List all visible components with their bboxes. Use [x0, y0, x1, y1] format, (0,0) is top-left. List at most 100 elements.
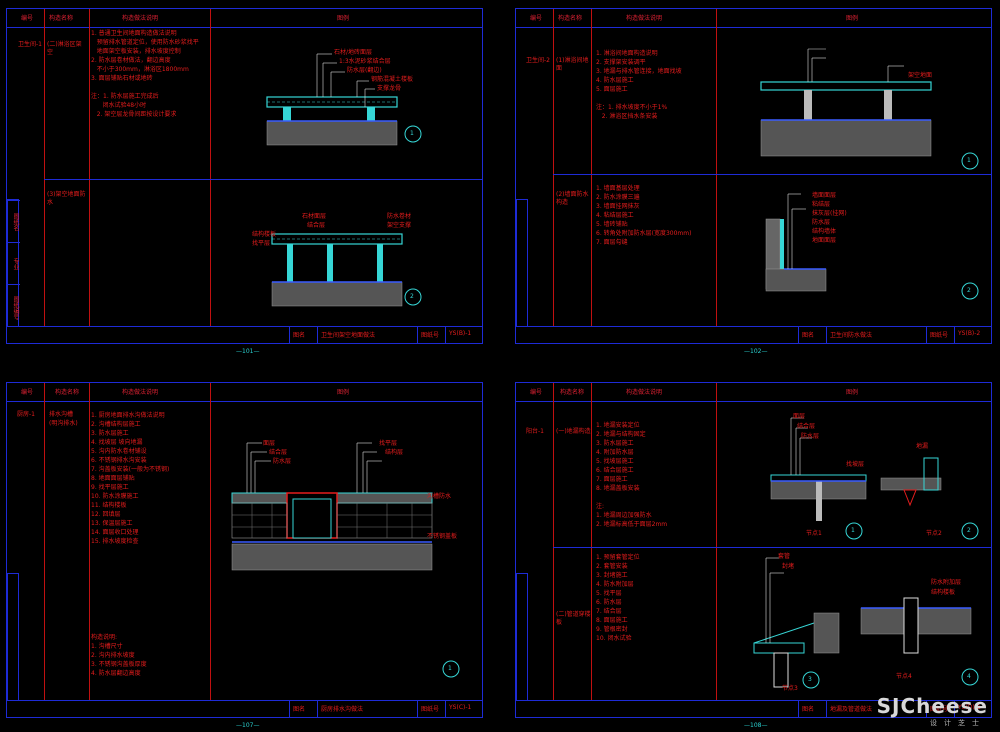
legend-item: 防水层 — [801, 433, 820, 440]
sheet-header: 编号 构造名称 构造做法说明 图例 — [516, 9, 991, 28]
drawing-sheet-4[interactable]: 编号 构造名称 构造做法说明 图例 阳台-1 (一)地漏构造 (二)管道穿楼板 … — [515, 382, 992, 718]
drawing-sheet-3[interactable]: 编号 构造名称 构造做法说明 图例 厨房-1 排水沟槽 (明沟排水) 1. 厨房… — [6, 382, 483, 718]
drawing-title: 卫生间架空地面做法 — [317, 327, 417, 343]
section-detail-2 — [271, 233, 403, 307]
callout-circle-1 — [961, 152, 979, 170]
callout-number: 1 — [967, 157, 971, 164]
drawing-sheet-1[interactable]: 编号 构造名称 构造做法说明 图例 图纸名 专业 图纸编号 卫生间-1 (二)淋… — [6, 8, 483, 344]
callout-circle-2 — [404, 288, 422, 306]
header-col-number: 编号 — [21, 15, 34, 22]
header-col-method: 构造做法说明 — [122, 389, 159, 396]
header-col-name: 构造名称 — [49, 15, 74, 22]
row-label-name-2: (二)管道穿楼板 — [556, 611, 591, 626]
construction-notes-2: 1. 预留套管定位 2. 套管安装 3. 封堵施工 4. 防水附加层 5. 找平… — [596, 554, 640, 642]
header-col-legend: 图例 — [846, 389, 859, 396]
drawing-no-label: 图纸号 — [926, 701, 954, 717]
callout-number: 2 — [967, 527, 971, 534]
callout-circle-2 — [961, 522, 979, 540]
drawing-sheet-2[interactable]: 编号 构造名称 构造做法说明 图例 卫生间-2 (1)淋浴间地面 (2)墙面防水… — [515, 8, 992, 344]
drawing-no-label: 图纸号 — [926, 327, 954, 343]
side-tabs — [7, 573, 19, 701]
row-label-name-2: (明沟排水) — [49, 420, 78, 427]
section-detail-1 — [760, 48, 932, 157]
legend-item: 防水卷材 — [387, 213, 412, 220]
legend-item: 防水层(翻边) — [347, 67, 382, 74]
sheet-header: 编号 构造名称 构造做法说明 图例 — [516, 383, 991, 402]
legend-item: 找平层 — [379, 440, 398, 447]
page-marker: —108— — [744, 722, 768, 729]
callout-circle-4 — [961, 668, 979, 686]
legend-item: 防水附加层 — [931, 579, 962, 586]
legend-item: 支撑龙骨 — [377, 85, 402, 92]
drawing-code: YS(C)-1 — [445, 701, 483, 717]
legend-item: 石材面层 — [302, 213, 327, 220]
callout-circle-2 — [961, 282, 979, 300]
sheet-header: 编号 构造名称 构造做法说明 图例 — [7, 9, 482, 28]
row-label-number: 卫生间-2 — [526, 57, 550, 64]
title-block: 图名 卫生间防水做法 图纸号 YS(B)-2 — [516, 326, 991, 343]
construction-notes: 1. 淋浴间地面构造说明 2. 支撑架安装调平 3. 地漏与排水管连接，地面找坡… — [596, 50, 682, 120]
brand-watermark: SJCheese — [876, 694, 988, 718]
brand-watermark-sub: 设计芝士 — [930, 719, 986, 727]
page-marker: —101— — [236, 348, 260, 355]
legend-item: 抹灰层(挂网) — [812, 210, 847, 217]
node-label-1: 节点1 — [806, 530, 822, 537]
legend-item: 结合层 — [269, 449, 288, 456]
section-detail-1 — [231, 442, 433, 571]
row-label-number: 阳台-1 — [526, 428, 544, 435]
callout-number: 1 — [851, 527, 855, 534]
legend-item: 粘结层 — [812, 201, 831, 208]
header-col-legend: 图例 — [846, 15, 859, 22]
callout-circle-1 — [442, 660, 460, 678]
title-block: 图名 厨房排水沟做法 图纸号 YS(C)-1 — [7, 700, 482, 717]
row-label-number: 卫生间-1 — [18, 41, 42, 48]
title-label: 图名 — [798, 701, 826, 717]
callout-number: 4 — [967, 673, 971, 680]
section-detail-1 — [266, 53, 398, 146]
legend-item: 封堵 — [782, 563, 795, 570]
drawing-code: YS(B)-2 — [954, 327, 992, 343]
construction-notes: 1. 地漏安装定位 2. 地漏与结构固定 3. 防水层施工 4. 附加防水层 5… — [596, 422, 668, 528]
row-label-name: (二)淋浴区架空 — [47, 41, 82, 56]
legend-item: 找平层 — [252, 240, 271, 247]
section-detail-2 — [765, 193, 827, 292]
header-col-number: 编号 — [530, 389, 543, 396]
drawing-title: 地漏及管道做法 — [826, 701, 926, 717]
construction-notes: 1. 厨房地面排水沟做法说明 2. 沟槽结构层施工 3. 防水层施工 4. 找坡… — [91, 412, 170, 545]
header-col-name: 构造名称 — [560, 389, 585, 396]
legend-item: 架空地面 — [908, 72, 933, 79]
row-label-name: 排水沟槽 — [49, 411, 74, 418]
title-label: 图名 — [798, 327, 826, 343]
legend-item: 1:3水泥砂浆结合层 — [339, 58, 391, 65]
legend-item: 套管 — [778, 553, 791, 560]
legend-item: 钢筋混凝土楼板 — [371, 76, 414, 83]
legend-item: 防水层 — [812, 219, 831, 226]
header-col-name: 构造名称 — [55, 389, 80, 396]
drawing-no-label: 图纸号 — [417, 327, 445, 343]
callout-number: 3 — [808, 676, 812, 683]
drawing-code: YS(D)-1 — [954, 701, 992, 717]
title-label: 图名 — [289, 701, 317, 717]
section-detail-2 — [880, 457, 942, 507]
side-tabs — [516, 199, 528, 327]
side-tabs — [516, 573, 528, 701]
title-label: 图名 — [289, 327, 317, 343]
node-label-4: 节点4 — [896, 673, 912, 680]
page-marker: —102— — [744, 348, 768, 355]
drawing-code: YS(B)-1 — [445, 327, 483, 343]
side-tab-2: 专业 — [8, 242, 20, 285]
legend-item: 墙面面层 — [812, 192, 837, 199]
row-label-number: 厨房-1 — [17, 411, 35, 418]
side-tab-3: 图纸编号 — [8, 284, 20, 331]
header-col-legend: 图例 — [337, 15, 350, 22]
legend-item: 结构墙体 — [812, 228, 837, 235]
legend-item: 结构楼板 — [931, 589, 956, 596]
legend-item: 找坡层 — [846, 461, 865, 468]
header-col-name: 构造名称 — [558, 15, 583, 22]
row-label-name-2: (2)墙面防水构造 — [556, 191, 589, 206]
sheet-header: 编号 构造名称 构造做法说明 图例 — [7, 383, 482, 402]
header-col-legend: 图例 — [337, 389, 350, 396]
header-col-method: 构造做法说明 — [122, 15, 159, 22]
node-label-3: 节点3 — [782, 685, 798, 692]
legend-item: 地漏 — [916, 443, 929, 450]
